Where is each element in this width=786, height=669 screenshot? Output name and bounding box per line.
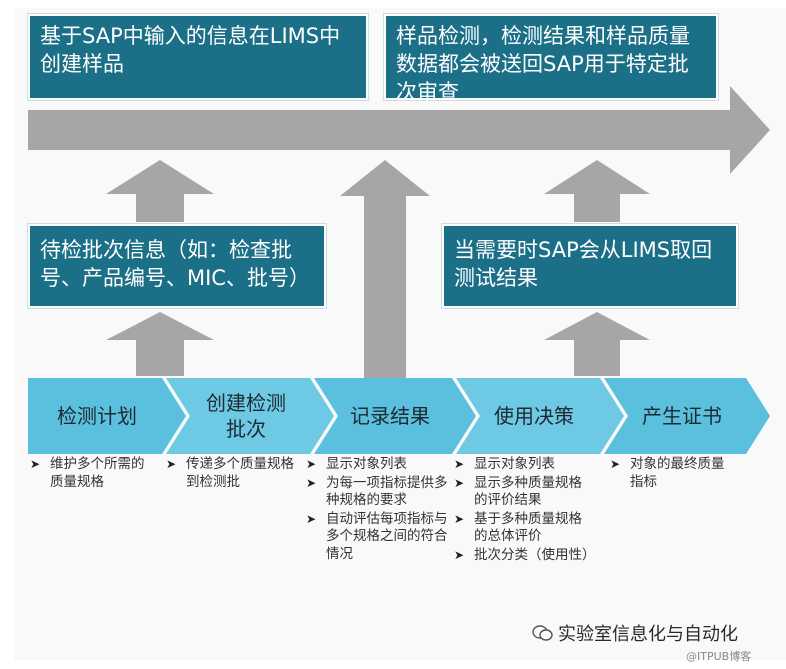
up-arrows	[106, 160, 650, 378]
arrow-bullet-icon: ➤	[306, 511, 317, 526]
step-label-1: 检测计划	[57, 404, 137, 428]
top-left-box: 基于SAP中输入的信息在LIMS中创建样品	[28, 14, 368, 100]
up-arrow-right-upper	[544, 160, 650, 222]
list-item: ➤ 显示多种质量规格的评价结果	[448, 475, 594, 510]
list-item-text: 显示对象列表	[326, 456, 407, 472]
step-label-4: 使用决策	[494, 404, 574, 428]
list-item-text: 显示多种质量规格的评价结果	[474, 474, 582, 509]
up-arrow-left-lower	[106, 312, 214, 376]
step-label-5: 产生证书	[642, 404, 722, 428]
arrow-bullet-icon: ➤	[306, 475, 317, 490]
list-item-text: 为每一项指标提供多种规格的要求	[326, 474, 448, 509]
list-item-text: 批次分类（使用性）	[474, 546, 596, 563]
arrow-bullet-icon: ➤	[30, 457, 41, 471]
list-item: ➤ 自动评估每项指标与多个规格之间的符合情况	[300, 511, 450, 564]
step-label-2: 创建检测批次	[206, 391, 286, 441]
list-item: ➤ 维护多个所需的质量规格	[24, 456, 152, 491]
process-chevrons	[28, 378, 770, 454]
up-arrow-left-upper	[106, 160, 214, 222]
detail-list: ➤ 对象的最终质量指标	[604, 456, 732, 491]
detail-column-1: ➤ 维护多个所需的质量规格	[24, 456, 152, 492]
list-item-text: 显示对象列表	[474, 456, 555, 472]
arrow-bullet-icon: ➤	[454, 457, 465, 471]
step-label-3: 记录结果	[350, 404, 430, 428]
list-item-text: 对象的最终质量指标	[630, 456, 725, 490]
list-item: ➤ 显示对象列表	[448, 456, 594, 474]
arrow-bullet-icon: ➤	[306, 457, 317, 471]
detail-column-5: ➤ 对象的最终质量指标	[604, 456, 732, 492]
list-item: ➤ 基于多种质量规格的总体评价	[448, 511, 594, 546]
detail-list: ➤ 维护多个所需的质量规格	[24, 456, 152, 491]
arrow-bullet-icon: ➤	[166, 457, 177, 471]
mid-left-box: 待检批次信息（如：检查批号、产品编号、MIC、批号）	[28, 224, 326, 308]
detail-column-4: ➤ 显示对象列表 ➤ 显示多种质量规格的评价结果 ➤ 基于多种质量规格的总体评价 ➤ 批次分类…	[448, 456, 596, 565]
up-arrow-center	[340, 160, 430, 378]
detail-column-2: ➤ 传递多个质量规格到检测批	[160, 456, 300, 492]
up-arrow-right-lower	[544, 312, 650, 376]
chevron-step-1	[28, 378, 186, 454]
list-item: ➤ 批次分类（使用性）	[448, 546, 596, 565]
chevron-step-3	[314, 378, 476, 454]
list-item-text: 维护多个所需的质量规格	[50, 456, 145, 490]
list-item: ➤ 为每一项指标提供多种规格的要求	[300, 475, 450, 510]
detail-list: ➤ 显示对象列表 ➤ 为每一项指标提供多种规格的要求 ➤ 自动评估每项指标与多个规格之间的…	[300, 456, 450, 563]
list-item: ➤ 传递多个质量规格到检测批	[160, 456, 300, 491]
watermark-text: 实验室信息化与自动化	[558, 624, 738, 645]
top-right-box: 样品检测，检测结果和样品质量数据都会被送回SAP用于特定批次审查	[384, 14, 718, 104]
chevron-step-2	[166, 378, 334, 454]
wechat-icon	[532, 625, 553, 641]
list-item-text: 传递多个质量规格到检测批	[186, 456, 294, 490]
list-item: ➤ 对象的最终质量指标	[604, 456, 732, 491]
list-item-text: 基于多种质量规格的总体评价	[474, 510, 582, 545]
arrow-bullet-icon: ➤	[454, 547, 465, 562]
chevron-step-5	[604, 378, 770, 454]
detail-list: ➤ 显示对象列表 ➤ 显示多种质量规格的评价结果 ➤ 基于多种质量规格的总体评价 ➤ 批次分类…	[448, 456, 596, 565]
arrow-bullet-icon: ➤	[454, 511, 465, 526]
list-item-text: 自动评估每项指标与多个规格之间的符合情况	[326, 510, 448, 562]
detail-column-3: ➤ 显示对象列表 ➤ 为每一项指标提供多种规格的要求 ➤ 自动评估每项指标与多个规格之间的…	[300, 456, 450, 564]
arrow-bullet-icon: ➤	[454, 475, 465, 490]
chevron-step-4	[456, 378, 624, 454]
detail-list: ➤ 传递多个质量规格到检测批	[160, 456, 300, 491]
arrow-bullet-icon: ➤	[610, 457, 621, 471]
list-item: ➤ 显示对象列表	[300, 456, 450, 474]
main-timeline-arrow	[28, 86, 770, 174]
source-credit: @ITPUB博客	[686, 650, 752, 663]
mid-right-box: 当需要时SAP会从LIMS取回测试结果	[442, 224, 738, 308]
watermark: 实验室信息化与自动化	[532, 620, 738, 646]
